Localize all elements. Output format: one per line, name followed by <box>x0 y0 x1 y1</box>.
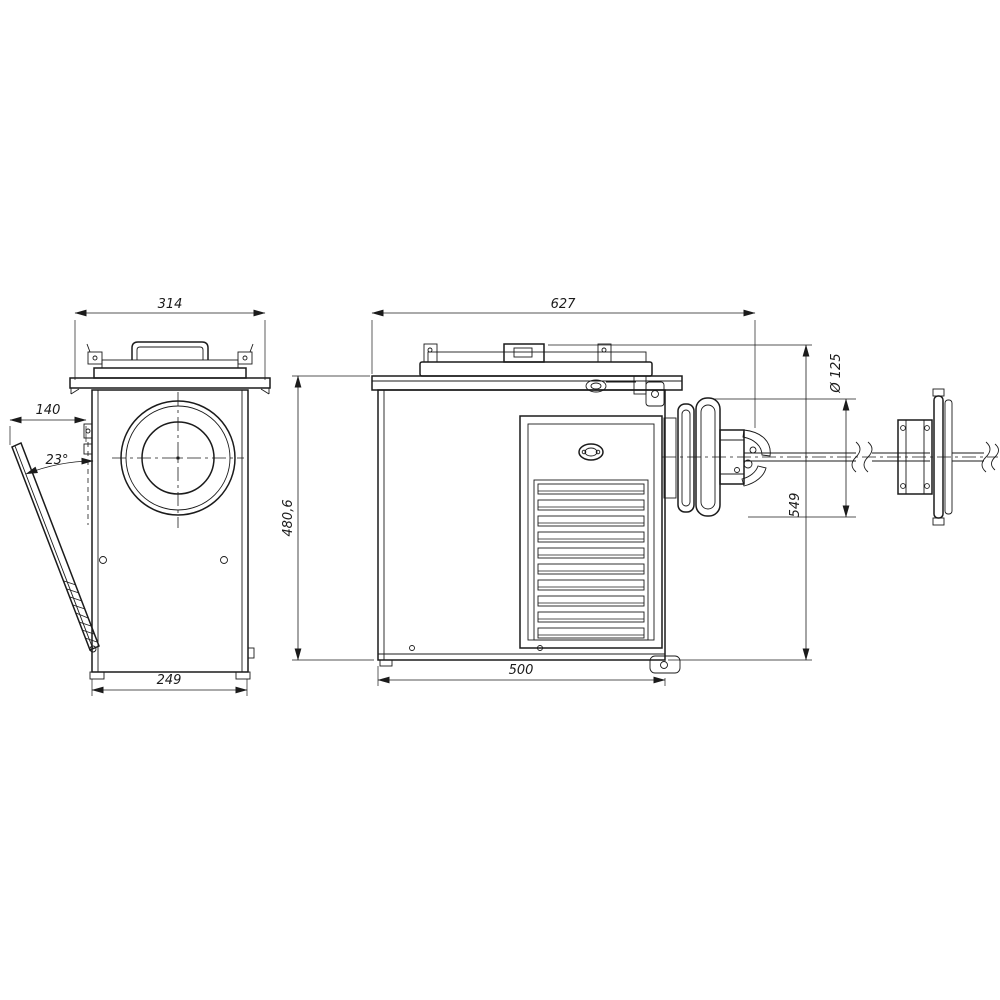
valve-assembly <box>585 375 665 407</box>
dim-side-base-width: 500 <box>377 663 666 686</box>
dim-body-height: 480,6 <box>281 375 374 661</box>
open-door-panel <box>11 441 100 653</box>
lid-handle <box>131 341 209 360</box>
front-foot-left <box>89 671 105 680</box>
panel-latch <box>578 443 604 461</box>
break-symbol <box>981 441 991 473</box>
front-lid <box>93 367 247 379</box>
dim-front-base-width: 249 <box>91 673 248 696</box>
dim-label-549: 549 <box>788 493 803 518</box>
lid-bracket-left <box>423 343 438 363</box>
screw-hole <box>409 645 415 651</box>
dim-door-angle: 23° <box>25 442 94 525</box>
break-symbol <box>863 441 873 473</box>
side-foot-left <box>379 659 393 667</box>
clamp-latch <box>741 465 767 487</box>
dim-label-d125: Ø 125 <box>829 353 844 393</box>
flue-rod <box>662 441 999 473</box>
screw-hole <box>220 556 228 564</box>
dim-label-314: 314 <box>158 297 183 312</box>
front-foot-right <box>235 671 251 680</box>
break-symbol <box>991 443 999 471</box>
dim-flue-diameter: Ø 125 <box>714 353 856 518</box>
break-symbol <box>851 441 861 473</box>
door-hinge-pin <box>89 645 97 653</box>
dim-label-500: 500 <box>509 663 534 678</box>
side-view <box>371 343 999 674</box>
dim-front-top-width: 314 <box>74 297 266 380</box>
clamp-handle <box>742 429 771 457</box>
screw-hole <box>99 556 107 564</box>
end-flange <box>897 388 953 526</box>
mount-bracket <box>649 655 681 674</box>
lid-latch-right <box>237 351 253 365</box>
dim-side-top-width: 627 <box>371 297 756 428</box>
side-lid <box>419 361 653 377</box>
lid-latch-left <box>87 351 103 365</box>
louver-frame <box>533 479 649 641</box>
dim-label-480-6: 480,6 <box>281 499 296 536</box>
dim-door-projection: 140 <box>9 403 87 445</box>
dim-overall-height: 549 <box>548 344 812 661</box>
front-view <box>11 341 271 680</box>
side-body <box>377 389 666 661</box>
front-top-plate <box>69 377 271 389</box>
louver-panel <box>519 415 663 649</box>
lid-bracket-right <box>597 343 612 363</box>
side-tab <box>247 647 255 659</box>
lid-latch-center <box>503 343 545 363</box>
dim-label-140: 140 <box>36 403 61 418</box>
front-body <box>91 389 249 673</box>
flange-bracket <box>897 419 933 495</box>
side-top-plate <box>371 375 683 391</box>
door-hinge-upper <box>83 423 93 439</box>
dim-label-627: 627 <box>551 297 577 312</box>
dimensions: 314 140 23° 249 627 <box>9 297 856 696</box>
flue-ring-1 <box>677 403 695 513</box>
dim-label-249: 249 <box>157 673 182 688</box>
dim-label-23deg: 23° <box>45 453 68 468</box>
fan-center-dot <box>176 456 180 460</box>
